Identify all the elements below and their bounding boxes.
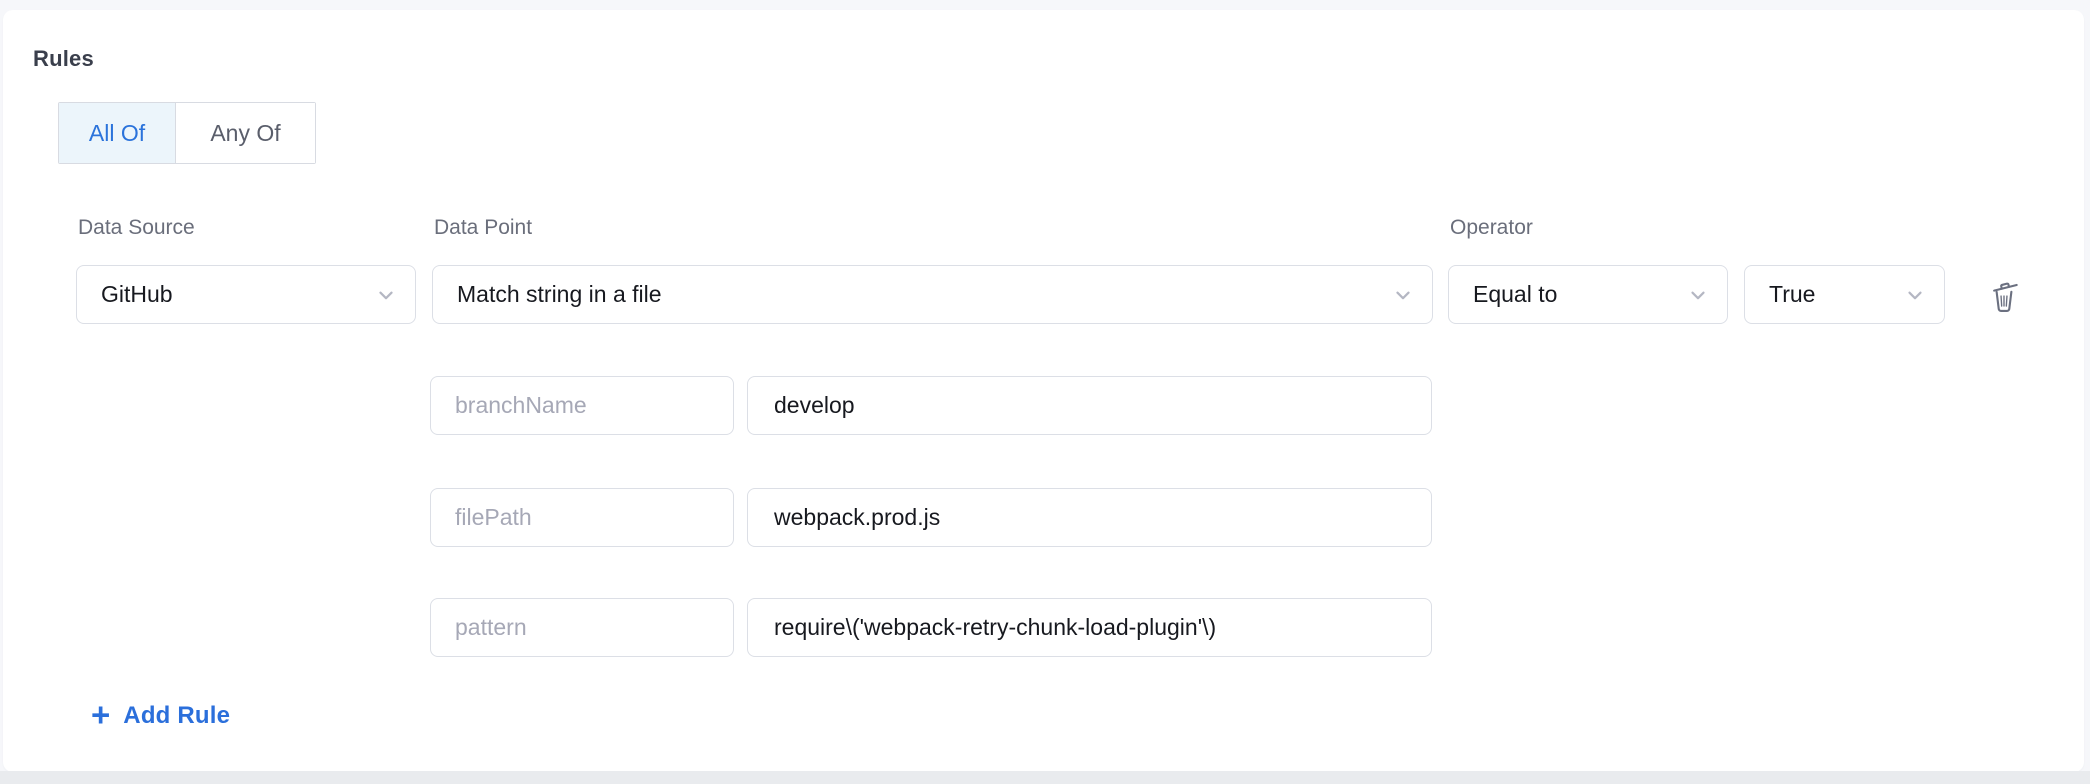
chevron-down-icon [1687,284,1709,306]
operator-select[interactable]: Equal to [1448,265,1728,324]
data-point-select[interactable]: Match string in a file [432,265,1433,324]
chevron-down-icon [1904,284,1926,306]
match-mode-any-of-label: Any Of [210,119,281,146]
param-value-pattern-input[interactable]: require\('webpack-retry-chunk-load-plugi… [747,598,1432,657]
param-value-filepath-input[interactable]: webpack.prod.js [747,488,1432,547]
page-bottom-strip [0,771,2090,784]
param-key-pattern: pattern [430,598,734,657]
data-point-value: Match string in a file [457,281,662,307]
match-mode-all-of-label: All Of [88,119,146,146]
data-source-label: Data Source [78,216,195,239]
match-mode-all-of-button[interactable]: All Of [59,103,176,163]
add-rule-button[interactable]: + Add Rule [91,696,230,736]
data-source-value: GitHub [101,281,173,307]
match-mode-toggle: All Of Any Of [58,102,316,164]
rules-panel: Rules All Of Any Of Data Source Data Poi… [3,10,2084,772]
operator-label: Operator [1450,216,1533,239]
data-point-label: Data Point [434,216,533,239]
chevron-down-icon [1392,284,1414,306]
trash-icon [1985,277,2023,318]
chevron-down-icon [375,284,397,306]
delete-rule-button[interactable] [1983,276,2025,318]
param-key-branchname: branchName [430,376,734,435]
rules-section-title: Rules [33,46,94,71]
param-value-branchname-input[interactable]: develop [747,376,1432,435]
expected-value-select[interactable]: True [1744,265,1945,324]
expected-value: True [1769,281,1816,307]
plus-icon: + [91,695,111,733]
param-key-filepath: filePath [430,488,734,547]
match-mode-any-of-button[interactable]: Any Of [176,103,315,163]
data-source-select[interactable]: GitHub [76,265,416,324]
add-rule-label: Add Rule [123,702,231,729]
operator-value: Equal to [1473,281,1558,307]
